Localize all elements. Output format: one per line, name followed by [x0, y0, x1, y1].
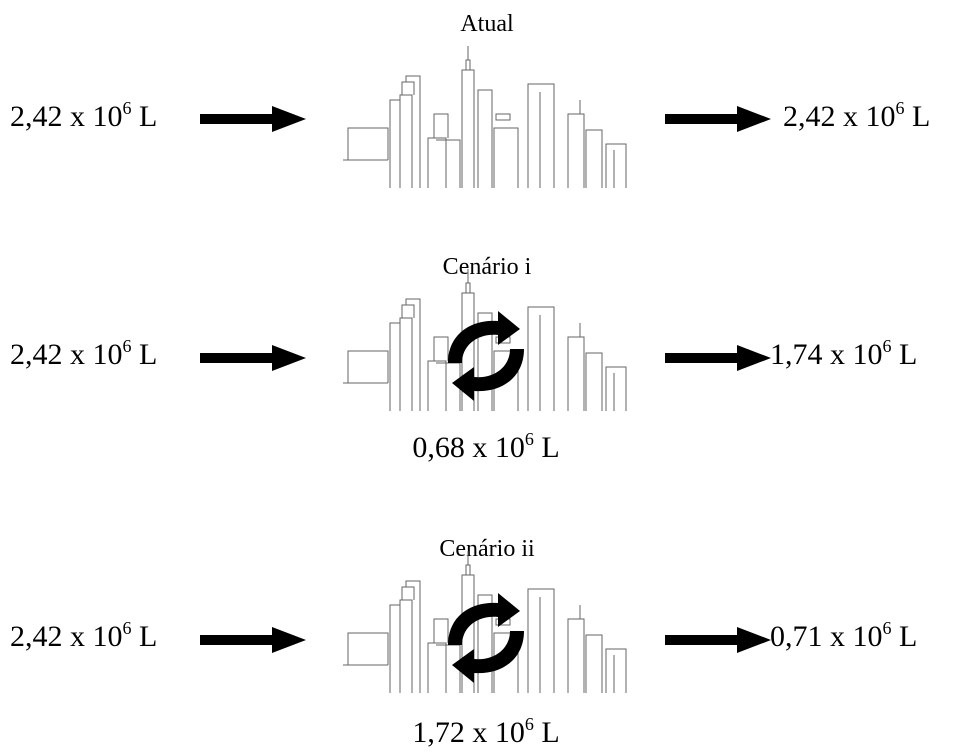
recycle-cycle-icon: [448, 311, 524, 401]
output-volume: 0,71 x 106 L: [770, 618, 918, 653]
scenario-title: Cenário ii: [439, 536, 535, 562]
city-skyline-icon: [343, 46, 627, 188]
right-arrow-icon: [200, 345, 306, 371]
right-arrow-icon: [665, 106, 771, 132]
output-volume: 1,74 x 106 L: [770, 336, 918, 371]
city-skyline-icon: [343, 269, 627, 411]
city-skyline-icon: [343, 551, 627, 693]
input-volume: 2,42 x 106 L: [10, 618, 158, 653]
scenario-cenario-i: Cenário i 2,42 x 106 L: [0, 243, 967, 473]
scenario-atual: Atual 2,42 x 106 L: [0, 0, 967, 230]
scenario-title: Atual: [460, 11, 514, 37]
scenario-cenario-ii: Cenário ii 2,42 x 106 L: [0, 525, 967, 755]
input-volume: 2,42 x 106 L: [10, 336, 158, 371]
right-arrow-icon: [665, 627, 771, 653]
right-arrow-icon: [665, 345, 771, 371]
right-arrow-icon: [200, 627, 306, 653]
input-volume: 2,42 x 106 L: [10, 98, 158, 133]
output-volume: 2,42 x 106 L: [783, 98, 931, 133]
recycled-volume: 0,68 x 106 L: [412, 429, 560, 464]
scenario-title: Cenário i: [442, 254, 532, 280]
right-arrow-icon: [200, 106, 306, 132]
recycle-cycle-icon: [448, 593, 524, 683]
recycled-volume: 1,72 x 106 L: [412, 714, 560, 749]
